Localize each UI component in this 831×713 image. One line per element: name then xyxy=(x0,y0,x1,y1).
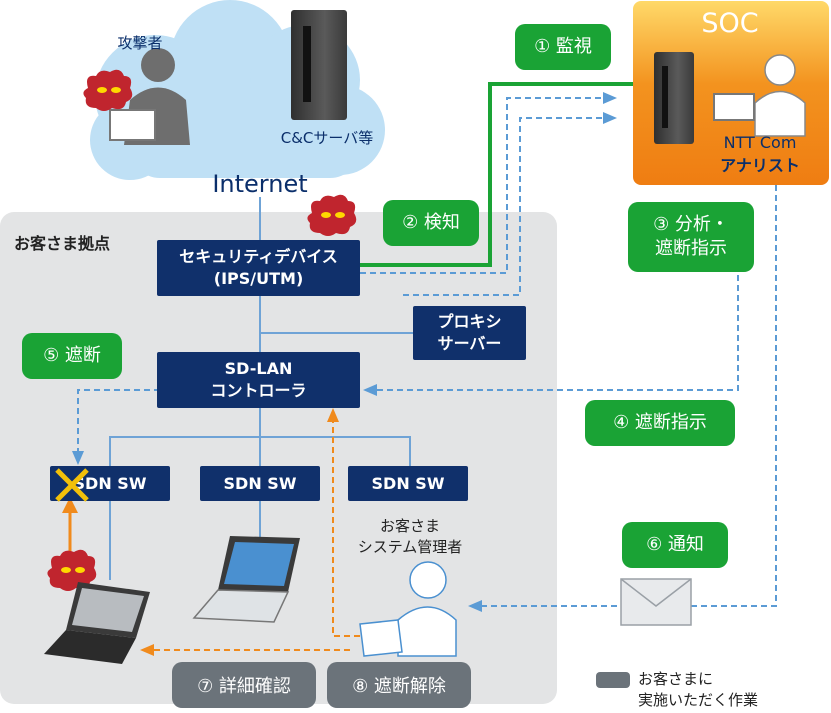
soc-title: SOC xyxy=(701,8,759,39)
security-device-line1: セキュリティデバイス xyxy=(179,247,338,266)
malware-monster-icon xyxy=(307,194,357,236)
security-device-box: セキュリティデバイス (IPS/UTM) xyxy=(157,240,360,296)
step-notify-label: ⑥ 通知 xyxy=(646,534,704,555)
sd-lan-controller-box: SD-LAN コントローラ xyxy=(157,352,360,408)
attacker-label: 攻撃者 xyxy=(117,34,163,52)
step-block: ⑤ 遮断 xyxy=(22,333,122,379)
malware-monster-icon xyxy=(47,549,97,591)
step-monitor: ① 監視 xyxy=(515,24,611,70)
sdn-switch-2: SDN SW xyxy=(200,466,320,501)
notification-envelope-icon xyxy=(620,578,692,626)
laptop-icon xyxy=(192,536,300,623)
step-analyze-line1: ③ 分析・ xyxy=(653,214,729,235)
legend-swatch xyxy=(596,672,630,688)
step-analyze-line2: 遮断指示 xyxy=(655,238,727,259)
blocked-x-icon xyxy=(55,468,89,502)
step-detect: ② 検知 xyxy=(383,200,479,246)
soc-server-icon xyxy=(654,52,694,144)
step-notify: ⑥ 通知 xyxy=(622,522,728,568)
analyst-label-line2: アナリスト xyxy=(720,156,800,175)
attacker-person-icon xyxy=(109,48,190,145)
task-detail-check-label: ⑦ 詳細確認 xyxy=(197,676,291,697)
step-detect-label: ② 検知 xyxy=(402,212,460,233)
task-unblock-label: ⑧ 遮断解除 xyxy=(352,676,446,697)
proxy-server-box: プロキシ サーバー xyxy=(413,306,526,360)
legend-line2: 実施いただく作業 xyxy=(638,691,759,709)
sdn-switch-2-label: SDN SW xyxy=(223,474,297,493)
cc-server-label: C&Cサーバ等 xyxy=(280,129,374,147)
proxy-line1: プロキシ xyxy=(437,312,502,331)
sdn-switch-3: SDN SW xyxy=(348,466,468,501)
controller-line1: SD-LAN xyxy=(224,359,293,378)
sdn-switch-3-label: SDN SW xyxy=(371,474,445,493)
customer-site-label: お客さま拠点 xyxy=(14,234,111,253)
legend-line1: お客さまに xyxy=(638,670,714,688)
task-detail-check: ⑦ 詳細確認 xyxy=(172,662,316,708)
controller-line2: コントローラ xyxy=(210,381,307,400)
admin-label-line2: システム管理者 xyxy=(357,538,463,556)
internet-label: Internet xyxy=(212,170,308,198)
admin-person-icon xyxy=(359,561,457,657)
task-unblock: ⑧ 遮断解除 xyxy=(327,662,471,708)
step-analyze: ③ 分析・ 遮断指示 xyxy=(628,202,754,272)
step-block-instruction-label: ④ 遮断指示 xyxy=(613,412,707,433)
server-tower-icon xyxy=(291,10,347,120)
step-block-instruction: ④ 遮断指示 xyxy=(585,400,735,446)
step-block-label: ⑤ 遮断 xyxy=(43,345,101,366)
analyst-label-line1: NTT Com xyxy=(723,133,797,152)
proxy-line2: サーバー xyxy=(437,334,502,353)
analyst-person-icon xyxy=(713,54,806,137)
admin-label-line1: お客さま xyxy=(379,517,440,535)
security-device-line2: (IPS/UTM) xyxy=(213,269,304,288)
sdn-switch-1-label: SDN SW xyxy=(73,474,147,493)
infected-laptop-icon xyxy=(44,582,150,664)
malware-monster-icon xyxy=(83,69,133,111)
step-monitor-label: ① 監視 xyxy=(534,36,592,57)
